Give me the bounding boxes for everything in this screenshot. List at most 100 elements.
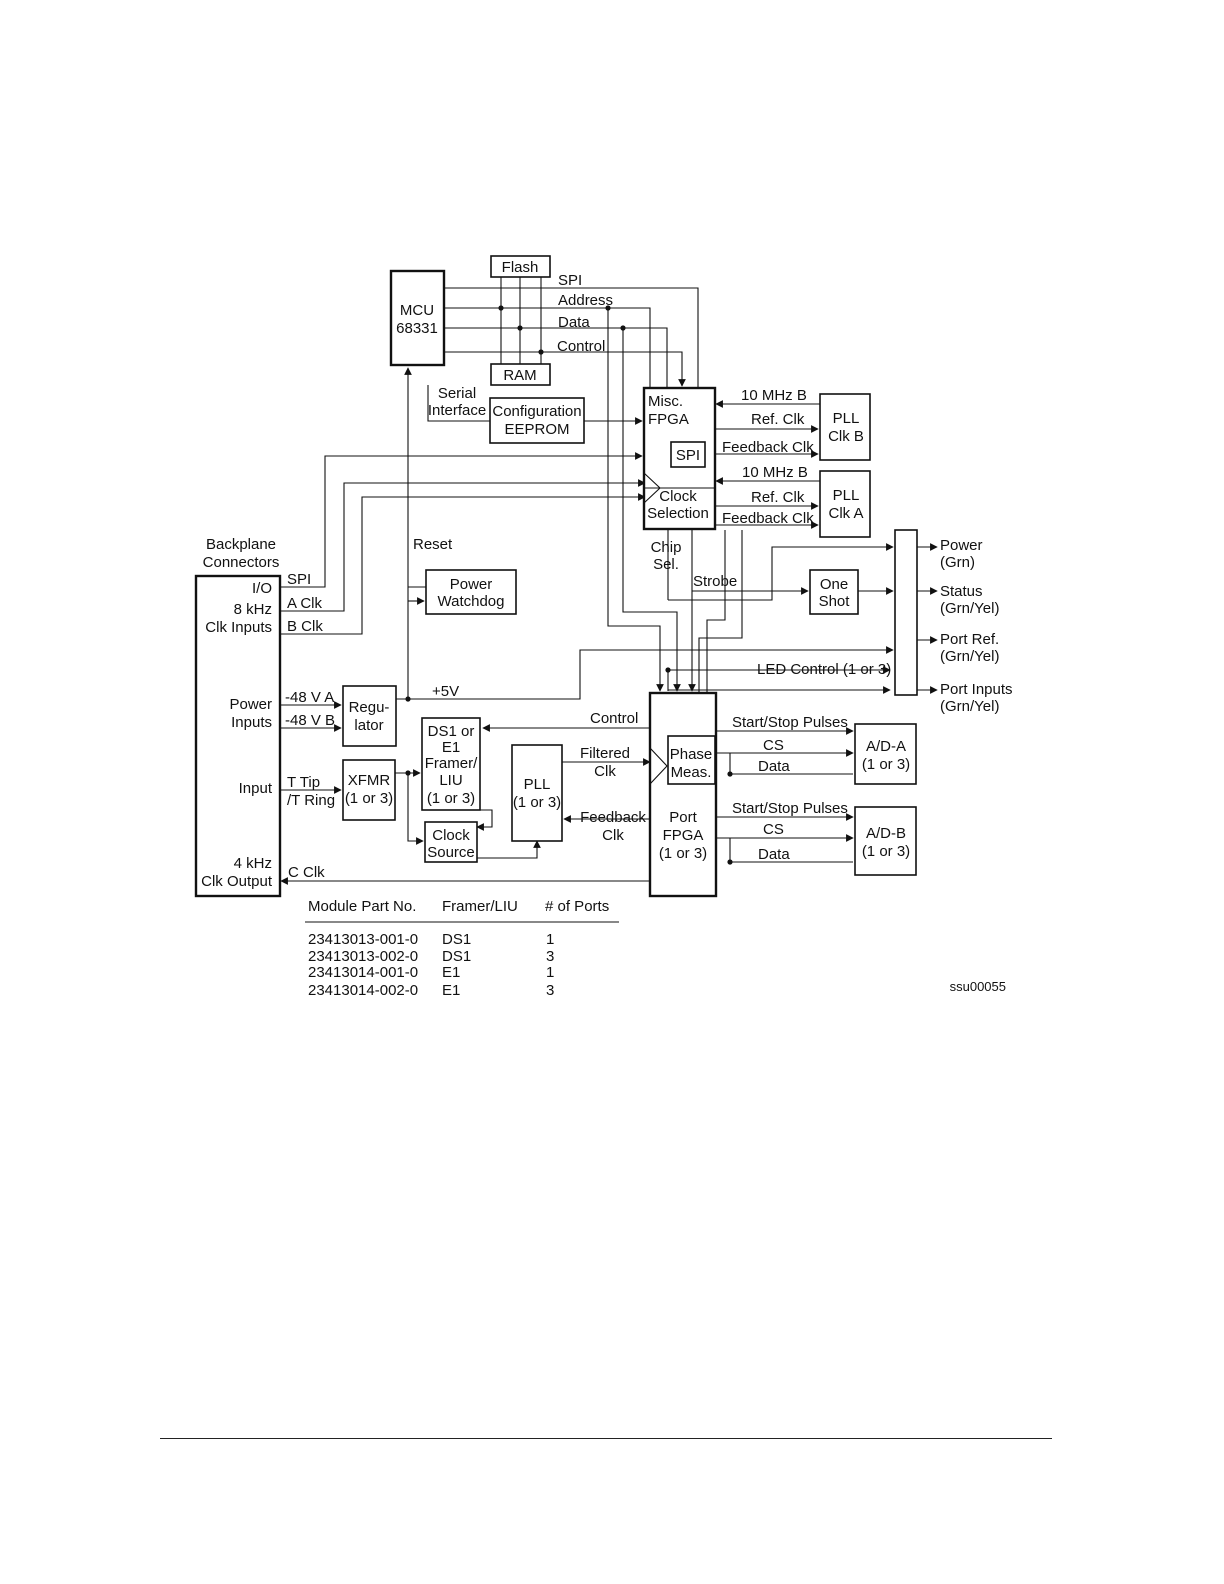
pin-t-tip: T Tip — [287, 774, 320, 791]
signal-spi: SPI — [558, 272, 582, 289]
signal-data: Data — [558, 314, 590, 331]
mcu-block: MCU 68331 — [389, 269, 446, 367]
signal-feedback-clk-port-2: Clk — [602, 827, 624, 844]
table-cell-framer: E1 — [442, 982, 460, 999]
flash-block: Flash — [490, 255, 551, 278]
signal-filtered-clk-2: Clk — [594, 763, 616, 780]
table-row: 23413014-002-0 E1 3 — [308, 982, 554, 999]
pin-a-clk: A Clk — [287, 595, 323, 612]
signal-control: Control — [557, 338, 605, 355]
clock-source-label-2: Source — [427, 844, 475, 861]
eeprom-block: Configuration EEPROM — [489, 397, 585, 444]
signal-10mhz-a: 10 MHz B — [742, 464, 808, 481]
junction-dots — [405, 305, 733, 865]
backplane-clk-inputs-1: 8 kHz — [234, 601, 272, 618]
footer-rule — [160, 1438, 1052, 1439]
mcu-model: 68331 — [396, 320, 438, 337]
misc-fpga-block: Misc. FPGA SPI Clock Selection — [642, 386, 717, 531]
pll-clk-b-label-1: PLL — [833, 410, 860, 427]
table-row: 23413013-002-0 DS1 3 — [308, 948, 554, 965]
signal-plus5v: +5V — [432, 683, 459, 700]
port-fpga-block: Phase Meas. Port FPGA (1 or 3) — [648, 691, 718, 898]
backplane-clk-output-1: 4 kHz — [234, 855, 272, 872]
power-watchdog-block: Power Watchdog — [425, 569, 517, 615]
signal-strobe: Strobe — [693, 573, 737, 590]
one-shot-label-1: One — [820, 576, 848, 593]
framer-label-5: (1 or 3) — [427, 790, 475, 807]
led-power-1: Power — [940, 537, 983, 554]
led-port-ref-2: (Grn/Yel) — [940, 648, 999, 665]
framer-label-3: Framer/ — [425, 755, 478, 772]
port-fpga-label-1: Port — [669, 809, 697, 826]
regulator-label-1: Regu- — [349, 699, 390, 716]
table-header-part-no: Module Part No. — [308, 898, 416, 915]
regulator-block: Regu- lator — [342, 685, 397, 747]
adc-b-label-1: A/D-B — [866, 825, 906, 842]
adc-b-block: A/D-B (1 or 3) — [854, 806, 917, 876]
table-cell-part: 23413014-002-0 — [308, 982, 418, 999]
clock-selection-label-2: Selection — [647, 505, 709, 522]
adc-a-block: A/D-A (1 or 3) — [854, 723, 917, 785]
ram-label: RAM — [503, 367, 536, 384]
signal-address: Address — [558, 292, 613, 309]
table-row: 23413013-001-0 DS1 1 — [308, 931, 554, 948]
power-watchdog-label-2: Watchdog — [438, 593, 505, 610]
signal-start-stop-a: Start/Stop Pulses — [732, 714, 848, 731]
table-cell-part: 23413014-001-0 — [308, 964, 418, 981]
port-fpga-label-3: (1 or 3) — [659, 845, 707, 862]
adc-b-label-2: (1 or 3) — [862, 843, 910, 860]
serial-interface-label-2: Interface — [428, 402, 486, 419]
backplane-power-inputs-1: Power — [229, 696, 272, 713]
signal-chip-sel-1: Chip — [651, 539, 682, 556]
backplane-input: Input — [239, 780, 273, 797]
framer-label-2: E1 — [442, 739, 460, 756]
xfmr-label-1: XFMR — [348, 772, 391, 789]
table-cell-ports: 1 — [546, 931, 554, 948]
xfmr-label-2: (1 or 3) — [345, 790, 393, 807]
signal-feedback-clk-b: Feedback Clk — [722, 439, 814, 456]
table-cell-part: 23413013-001-0 — [308, 931, 418, 948]
table-cell-ports: 1 — [546, 964, 554, 981]
signal-data-b: Data — [758, 846, 790, 863]
power-watchdog-label-1: Power — [450, 576, 493, 593]
one-shot-label-2: Shot — [819, 593, 851, 610]
one-shot-block: One Shot — [809, 569, 859, 615]
signal-cs-a: CS — [763, 737, 784, 754]
xfmr-block: XFMR (1 or 3) — [342, 759, 396, 821]
pin-t-ring: /T Ring — [287, 792, 335, 809]
table-header-ports: # of Ports — [545, 898, 609, 915]
pll-middle-label-1: PLL — [524, 776, 551, 793]
pll-clk-a-label-1: PLL — [833, 487, 860, 504]
eeprom-label-2: EEPROM — [504, 421, 569, 438]
signal-filtered-clk-1: Filtered — [580, 745, 630, 762]
pin-c-clk: C Clk — [288, 864, 325, 881]
phase-meas-label-1: Phase — [670, 746, 713, 763]
signal-start-stop-b: Start/Stop Pulses — [732, 800, 848, 817]
signal-control-port: Control — [590, 710, 638, 727]
pll-middle-label-2: (1 or 3) — [513, 794, 561, 811]
led-port-inputs-1: Port Inputs — [940, 681, 1013, 698]
table-cell-ports: 3 — [546, 948, 554, 965]
led-port-inputs-2: (Grn/Yel) — [940, 698, 999, 715]
clock-source-block: Clock Source — [424, 821, 478, 863]
adc-a-label-2: (1 or 3) — [862, 756, 910, 773]
phase-meas-label-2: Meas. — [671, 764, 712, 781]
table-cell-framer: E1 — [442, 964, 460, 981]
signal-feedback-clk-port-1: Feedback — [580, 809, 646, 826]
pin-48vb: -48 V B — [285, 712, 335, 729]
backplane-title-2: Connectors — [203, 554, 280, 571]
signal-data-a: Data — [758, 758, 790, 775]
led-status-2: (Grn/Yel) — [940, 600, 999, 617]
table-header-framer: Framer/LIU — [442, 898, 518, 915]
serial-interface-label-1: Serial — [438, 385, 476, 402]
table-cell-ports: 3 — [546, 982, 554, 999]
table-cell-part: 23413013-002-0 — [308, 948, 418, 965]
clock-selection-label-1: Clock — [659, 488, 697, 505]
adc-a-label-1: A/D-A — [866, 738, 906, 755]
regulator-label-2: lator — [354, 717, 383, 734]
pin-b-clk: B Clk — [287, 618, 323, 635]
backplane-title-1: Backplane — [206, 536, 276, 553]
misc-fpga-label-2: FPGA — [648, 411, 689, 428]
signal-cs-b: CS — [763, 821, 784, 838]
